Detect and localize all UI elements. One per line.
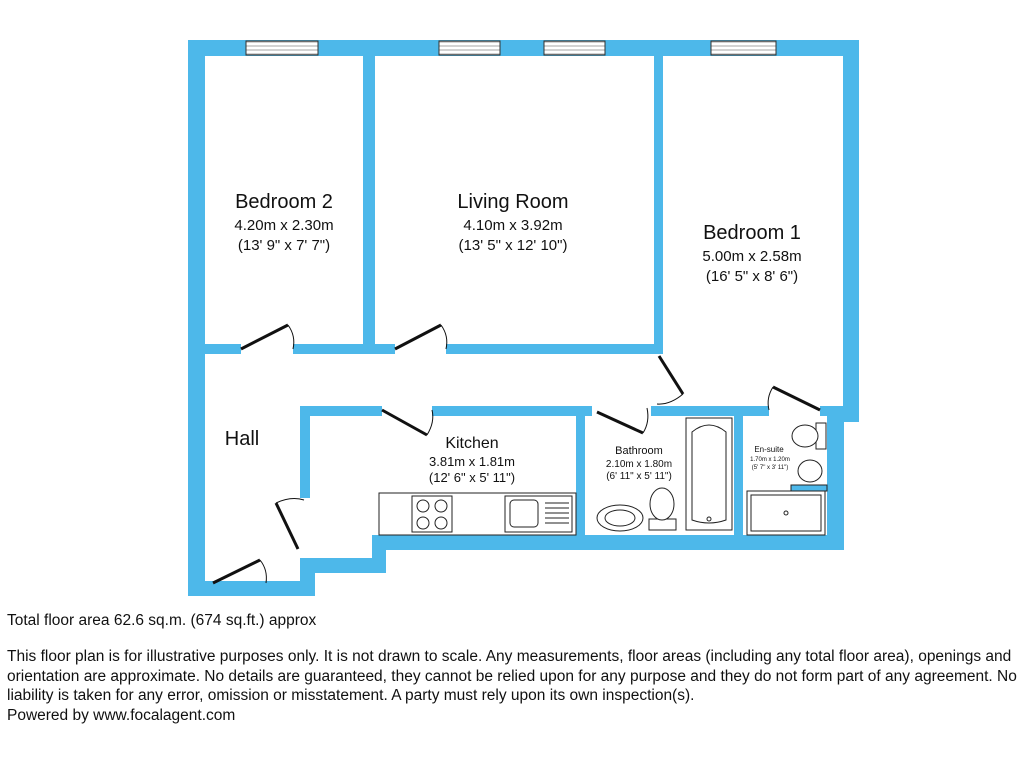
bedroom1-metric: 5.00m x 2.58m xyxy=(702,248,801,265)
wall-bottom-entrance xyxy=(188,581,315,596)
bedroom2-name: Bedroom 2 xyxy=(235,191,333,213)
windows xyxy=(245,40,777,56)
ensuite-wc xyxy=(791,424,819,448)
bedroom2-imperial: (13' 9" x 7' 7") xyxy=(238,237,330,254)
door-ensuite xyxy=(767,385,821,412)
window-bedroom2 xyxy=(245,40,319,56)
bathroom-imperial: (6' 11" x 5' 11") xyxy=(606,471,672,482)
bathroom-fixtures xyxy=(596,417,733,532)
wall-bed1-bottom-a xyxy=(651,406,769,416)
ensuite-imperial: (5' 7" x 3' 11") xyxy=(752,465,788,471)
door-bedroom1 xyxy=(656,355,685,405)
window-living-2 xyxy=(543,40,606,56)
wall-bed2-hall-b xyxy=(293,344,395,354)
walls xyxy=(188,40,859,596)
wall-right-lower xyxy=(827,406,844,550)
ensuite-basin xyxy=(797,459,823,483)
shower-screen xyxy=(790,484,828,492)
bathroom-wc xyxy=(649,487,675,521)
hall-name: Hall xyxy=(225,428,259,450)
wall-notch-step xyxy=(372,535,386,573)
ensuite-name: En-suite xyxy=(754,445,784,454)
living-metric: 4.10m x 3.92m xyxy=(463,217,562,234)
living-name: Living Room xyxy=(457,191,568,213)
door-bathroom xyxy=(596,407,649,435)
wall-living-bed1 xyxy=(654,56,663,354)
kitchen-worktop xyxy=(378,492,577,536)
wall-living-hall xyxy=(446,344,663,354)
bathroom-metric: 2.10m x 1.80m xyxy=(606,459,672,470)
total-floor-area: Total floor area 62.6 sq.m. (674 sq.ft.)… xyxy=(7,612,317,629)
bedroom1-imperial: (16' 5" x 8' 6") xyxy=(706,268,798,285)
door-entrance xyxy=(212,558,267,585)
wall-bed2-living xyxy=(363,56,375,354)
door-hall-cupboard xyxy=(274,498,305,550)
wall-bed2-hall-a xyxy=(205,344,241,354)
disclaimer-block: This floor plan is for illustrative purp… xyxy=(7,647,1019,725)
wall-kitchen-top-a xyxy=(300,406,382,416)
bedroom2-metric: 4.20m x 2.30m xyxy=(234,217,333,234)
bathroom-name: Bathroom xyxy=(615,445,663,457)
powered-by-link[interactable]: Powered by www.focalagent.com xyxy=(7,706,236,724)
wall-kitchen-top-b xyxy=(432,406,592,416)
wall-bath-ensuite xyxy=(734,414,743,550)
floor-plan: Bedroom 2 4.20m x 2.30m (13' 9" x 7' 7")… xyxy=(188,40,859,596)
disclaimer-text: This floor plan is for illustrative purp… xyxy=(7,648,1017,704)
wall-notch-horizontal xyxy=(300,558,386,573)
door-kitchen xyxy=(381,408,434,437)
kitchen-name: Kitchen xyxy=(445,435,498,452)
room-labels: Bedroom 2 4.20m x 2.30m (13' 9" x 7' 7")… xyxy=(225,191,802,485)
wall-bottom xyxy=(372,535,844,550)
ensuite-fixtures xyxy=(746,422,828,536)
door-bedroom2 xyxy=(240,323,295,351)
bathroom-wc-cistern xyxy=(648,518,677,531)
ensuite-metric: 1.70m x 1.20m xyxy=(750,457,790,463)
living-imperial: (13' 5" x 12' 10") xyxy=(459,237,568,254)
doors xyxy=(212,323,821,585)
wall-bed1-bottom-b xyxy=(820,406,844,416)
window-bedroom1 xyxy=(710,40,777,56)
wall-top xyxy=(188,40,859,56)
wall-kitchen-left xyxy=(300,406,310,498)
kitchen-metric: 3.81m x 1.81m xyxy=(429,454,515,469)
window-living-1 xyxy=(438,40,501,56)
wall-right-upper xyxy=(843,40,859,422)
wall-left xyxy=(188,40,205,596)
door-living xyxy=(394,323,448,351)
wall-kitchen-bath xyxy=(576,406,585,546)
kitchen-imperial: (12' 6" x 5' 11") xyxy=(429,470,515,485)
bedroom1-name: Bedroom 1 xyxy=(703,222,801,244)
